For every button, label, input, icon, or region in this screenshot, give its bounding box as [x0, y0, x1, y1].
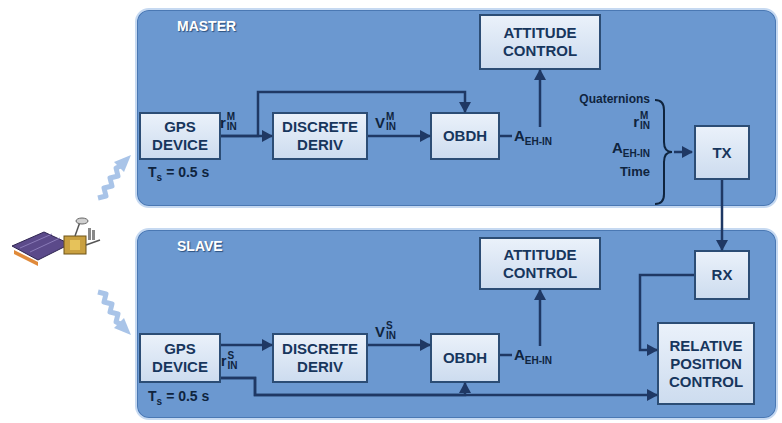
- signal-label: A: [514, 127, 525, 144]
- signal-label-group: VSIN: [375, 321, 396, 341]
- signal-label: EH-IN: [623, 149, 650, 159]
- signal-label: = 0.5 s: [166, 164, 209, 180]
- signal-label: r: [633, 113, 639, 130]
- connector-arrow: [368, 135, 430, 138]
- index-stack: MIN: [640, 111, 650, 131]
- connector-arrow: [221, 378, 657, 395]
- signal-label: s: [157, 173, 163, 183]
- signal-label-group: Quaternions: [579, 92, 650, 106]
- signal-wave-arrowhead: [114, 155, 131, 335]
- signal-label: M: [386, 112, 396, 122]
- process-box: OBDH: [430, 112, 500, 160]
- subsystem-panel: MASTER GPS DEVICE DISCRETE DERIV OBDH ATTITU…: [135, 8, 778, 208]
- signal-label: T: [148, 164, 157, 180]
- connector-arrow: [721, 180, 724, 250]
- box-label: OBDH: [443, 127, 487, 145]
- satellite-illustration: [12, 218, 100, 266]
- signal-label: A: [514, 346, 525, 363]
- box-label: DISCRETE DERIV: [274, 340, 366, 376]
- panel-title: SLAVE: [177, 238, 223, 254]
- connector-arrow: [368, 344, 430, 347]
- signal-label: A: [612, 139, 623, 156]
- box-label: GPS DEVICE: [141, 118, 219, 154]
- signal-label: V: [375, 114, 385, 131]
- connector-arrow: [221, 135, 272, 138]
- signal-label-group: rMIN: [633, 111, 650, 131]
- signal-label: IN: [227, 361, 237, 371]
- panel-title: MASTER: [177, 18, 236, 34]
- process-box: TX: [694, 125, 750, 180]
- process-box: ATTITUDE CONTROL: [479, 14, 601, 70]
- index-stack: SIN: [386, 321, 396, 341]
- data-arrow: [674, 151, 692, 154]
- signal-label-group: Ts= 0.5 s: [148, 164, 209, 180]
- signal-label: M: [227, 112, 237, 122]
- signal-label: Quaternions: [579, 92, 650, 106]
- signal-label: T: [148, 388, 157, 404]
- signal-label: = 0.5 s: [166, 388, 209, 404]
- box-label: GPS DEVICE: [141, 340, 219, 376]
- process-box: OBDH: [430, 333, 500, 383]
- signal-label: s: [157, 397, 163, 407]
- signal-wave-arrow: [98, 166, 121, 324]
- signal-label: V: [375, 323, 385, 340]
- signal-label-group: Ts= 0.5 s: [148, 388, 209, 404]
- signal-label: EH-IN: [525, 356, 552, 366]
- signal-label: r: [221, 353, 226, 369]
- signal-label-group: AEH-IN: [512, 127, 554, 144]
- process-box: DISCRETE DERIV: [272, 333, 368, 383]
- index-stack: MIN: [386, 112, 396, 132]
- signal-label: S: [386, 321, 396, 331]
- subsystem-panel: SLAVE GPS DEVICE DISCRETE DERIV OBDH ATTITUD…: [135, 228, 778, 420]
- process-box: RELATIVE POSITION CONTROL: [657, 322, 755, 405]
- signal-label-group: AEH-IN: [612, 139, 650, 156]
- process-box: GPS DEVICE: [139, 333, 221, 383]
- signal-label: IN: [640, 121, 650, 131]
- signal-label: r: [220, 114, 226, 131]
- connector-arrow: [221, 378, 465, 395]
- process-box: GPS DEVICE: [139, 112, 221, 160]
- index-stack: MIN: [227, 112, 237, 132]
- signal-label: M: [640, 111, 650, 121]
- process-box: RX: [694, 250, 750, 300]
- connector-arrow: [221, 92, 465, 136]
- signal-label-group: AEH-IN: [512, 346, 554, 363]
- process-box: DISCRETE DERIV: [272, 112, 368, 160]
- signal-label: S: [227, 351, 237, 361]
- signal-label-group: rSIN: [221, 351, 237, 371]
- box-label: RELATIVE POSITION CONTROL: [659, 337, 753, 391]
- signal-label-group: rMIN: [220, 112, 237, 132]
- signal-label: IN: [386, 122, 396, 132]
- process-box: ATTITUDE CONTROL: [479, 237, 601, 290]
- box-label: OBDH: [443, 349, 487, 367]
- connector-arrow: [221, 344, 272, 347]
- data-brace: [655, 100, 672, 204]
- connector-arrow: [640, 275, 694, 350]
- index-stack: SIN: [227, 351, 237, 371]
- box-label: TX: [712, 144, 731, 162]
- signal-label: EH-IN: [525, 137, 552, 147]
- box-label: DISCRETE DERIV: [274, 118, 366, 154]
- signal-label-group: Time: [620, 164, 650, 179]
- signal-label-group: VMIN: [375, 112, 396, 132]
- box-label: ATTITUDE CONTROL: [481, 24, 599, 60]
- box-label: ATTITUDE CONTROL: [481, 246, 599, 282]
- signal-label: IN: [386, 331, 396, 341]
- box-label: RX: [712, 266, 733, 284]
- signal-label: IN: [227, 122, 237, 132]
- signal-label: Time: [620, 164, 650, 179]
